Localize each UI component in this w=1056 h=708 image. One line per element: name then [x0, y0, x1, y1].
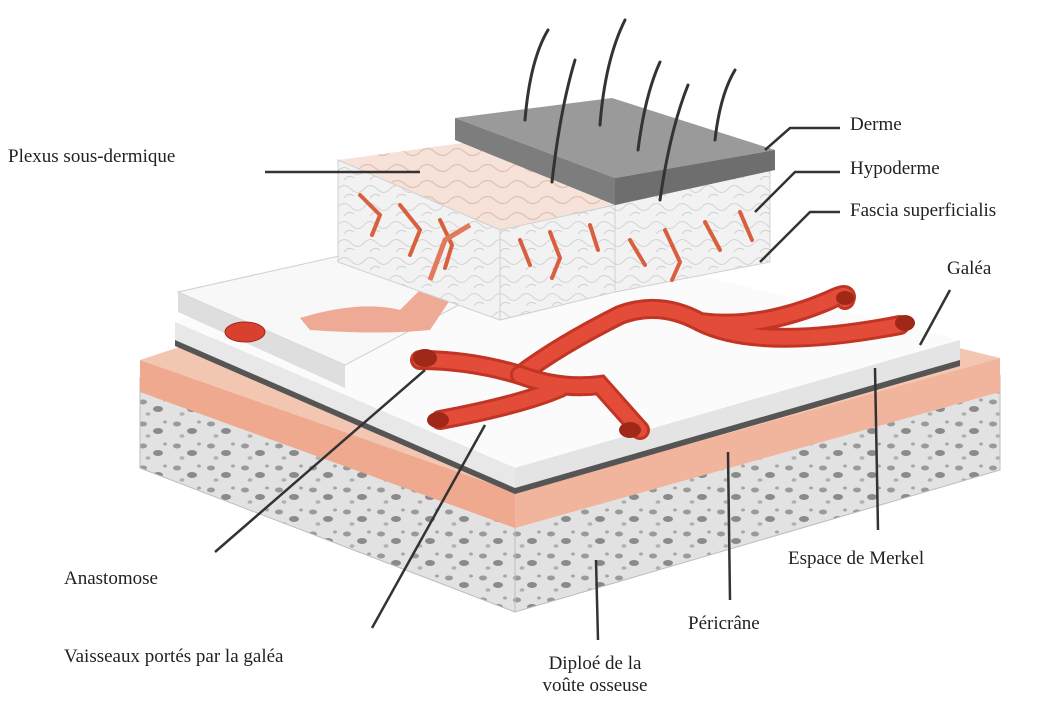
label-anastomose: Anastomose — [64, 568, 158, 590]
label-espace-de-merkel: Espace de Merkel — [788, 548, 924, 570]
label-diploe-line1: Diploé de la — [515, 653, 675, 675]
label-plexus-sous-dermique: Plexus sous-dermique — [8, 146, 175, 168]
label-derme: Derme — [850, 114, 902, 136]
label-vaisseaux-galea: Vaisseaux portés par la galéa — [64, 646, 283, 668]
label-diploe: Diploé de la voûte osseuse — [515, 653, 675, 697]
label-hypoderme: Hypoderme — [850, 158, 940, 180]
label-galea: Galéa — [947, 258, 991, 280]
label-pericrane: Péricrâne — [688, 613, 760, 635]
label-fascia-superficialis: Fascia superficialis — [850, 200, 996, 222]
label-diploe-line2: voûte osseuse — [515, 675, 675, 697]
